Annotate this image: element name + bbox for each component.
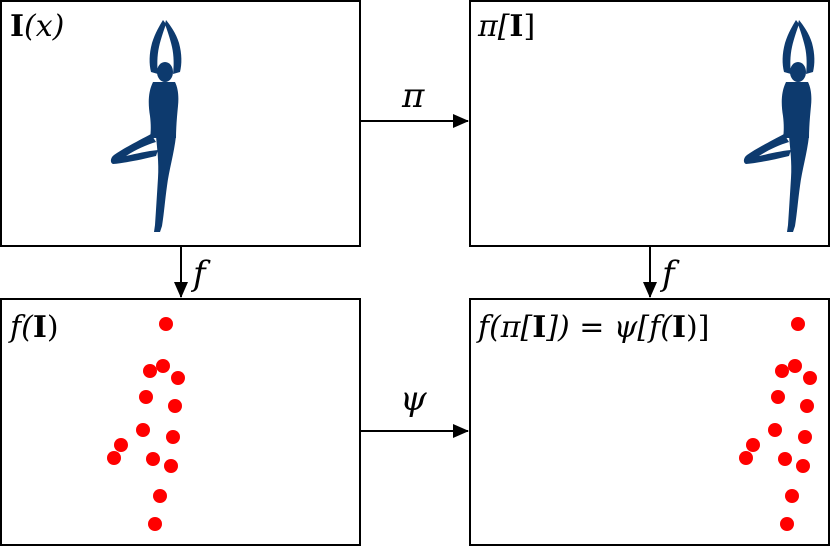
f-arrow-right-label: f [659, 254, 680, 294]
keypoint-dot-icon [775, 364, 789, 378]
keypoint-dot-icon [785, 489, 799, 503]
panel-transformed-image [469, 0, 830, 247]
keypoint-dot-icon [148, 517, 162, 531]
panel-keypoints [0, 298, 361, 546]
f-arrow-left-label: f [190, 254, 211, 294]
keypoint-dot-icon [780, 517, 794, 531]
keypoints-right [739, 317, 817, 531]
keypoint-dot-icon [796, 459, 810, 473]
keypoint-dot-icon [800, 399, 814, 413]
keypoint-dot-icon [746, 438, 760, 452]
keypoint-dot-icon [768, 423, 782, 437]
keypoints-label: f(I) [8, 310, 59, 345]
panel-input-image [0, 0, 361, 247]
keypoint-dot-icon [171, 371, 185, 385]
transformed-image-label: π[I] [477, 9, 535, 44]
keypoint-dot-icon [164, 459, 178, 473]
keypoint-dot-icon [156, 359, 170, 373]
keypoint-dot-icon [168, 399, 182, 413]
keypoint-dot-icon [107, 451, 121, 465]
keypoint-dot-icon [159, 317, 173, 331]
keypoint-dot-icon [114, 438, 128, 452]
keypoint-dot-icon [803, 371, 817, 385]
keypoints-left [107, 317, 185, 531]
equivariance-equation-label: f(π[I]) = ψ[f(I)] [476, 310, 709, 345]
keypoint-dot-icon [153, 489, 167, 503]
keypoint-dot-icon [788, 359, 802, 373]
pi-arrow-label: π [401, 76, 425, 116]
keypoint-dot-icon [139, 390, 153, 404]
panel-transformed-keypoints [469, 298, 830, 546]
input-image-label: I(x) [10, 9, 64, 44]
keypoint-dot-icon [143, 364, 157, 378]
keypoint-dot-icon [778, 452, 792, 466]
keypoint-dot-icon [166, 430, 180, 444]
keypoint-dot-icon [798, 430, 812, 444]
keypoint-dot-icon [739, 451, 753, 465]
psi-arrow-label: ψ [400, 379, 427, 419]
keypoint-dot-icon [791, 317, 805, 331]
keypoint-dot-icon [146, 452, 160, 466]
keypoint-dot-icon [136, 423, 150, 437]
keypoint-dot-icon [771, 390, 785, 404]
